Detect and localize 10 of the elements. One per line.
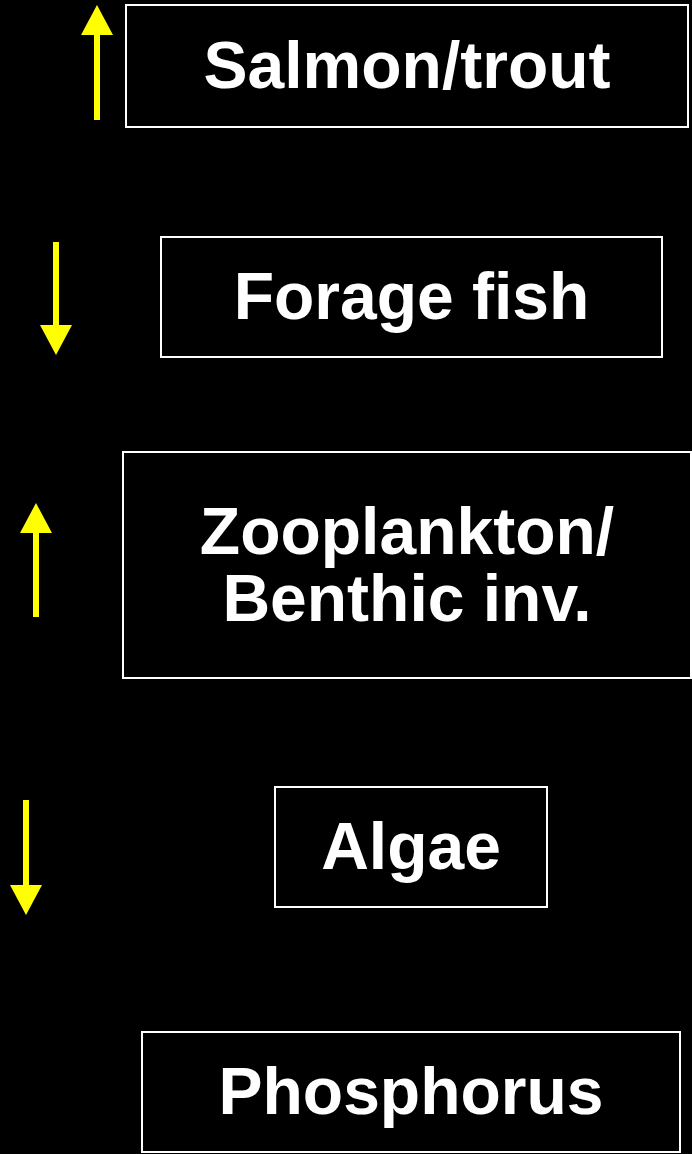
level-box <box>160 236 663 358</box>
level-box <box>125 4 689 128</box>
level-label: Algae <box>321 813 501 881</box>
level-label: Phosphorus <box>218 1058 604 1126</box>
level-box <box>274 786 548 908</box>
level-label: Salmon/trout <box>203 32 611 100</box>
level-box <box>122 451 692 679</box>
level-label: Forage fish <box>233 263 590 331</box>
level-label: Zooplankton/ Benthic inv. <box>198 497 616 633</box>
level-box <box>141 1031 681 1153</box>
